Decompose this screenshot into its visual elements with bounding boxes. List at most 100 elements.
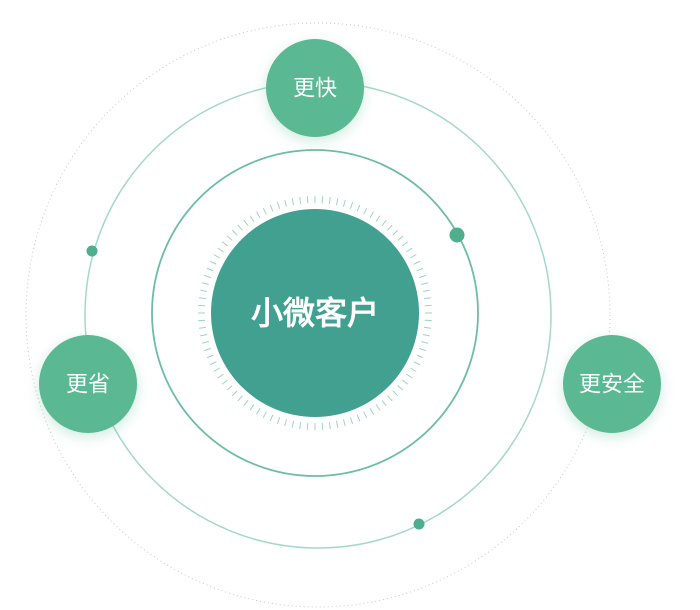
center-circle	[211, 209, 419, 417]
tick-mark	[231, 390, 238, 397]
tick-mark	[269, 414, 274, 422]
tick-mark	[397, 235, 404, 241]
tick-mark-ring	[198, 196, 432, 430]
node-cheaper-label: 更省	[66, 373, 110, 398]
tick-mark	[269, 204, 274, 212]
tick-mark	[328, 421, 331, 430]
tick-mark	[422, 289, 430, 293]
center-label: 小微客户	[251, 294, 379, 332]
tick-mark	[369, 408, 374, 415]
outer-dotted-ring	[25, 22, 611, 608]
tick-mark	[387, 395, 393, 402]
tick-mark	[243, 219, 249, 227]
tick-mark	[397, 385, 404, 391]
ring-dot-inner-right	[449, 227, 465, 243]
tick-mark	[198, 326, 207, 329]
tick-mark	[392, 390, 399, 397]
tick-mark	[249, 215, 255, 222]
tick-mark	[416, 267, 424, 272]
tick-mark	[201, 282, 209, 286]
tick-mark	[413, 361, 421, 366]
tick-mark	[423, 326, 432, 329]
tick-mark	[356, 204, 361, 212]
tick-mark	[221, 379, 229, 385]
tick-mark	[226, 385, 233, 391]
tick-mark	[237, 224, 243, 231]
tick-mark	[387, 224, 393, 231]
tick-mark	[413, 260, 421, 265]
tick-mark	[422, 333, 430, 337]
tick-mark	[423, 297, 432, 300]
tick-mark	[328, 196, 331, 205]
node-faster-label: 更快	[293, 77, 337, 102]
tick-mark	[291, 198, 295, 206]
tick-mark	[249, 404, 255, 411]
tick-mark	[342, 199, 346, 207]
tick-mark	[342, 419, 346, 427]
node-safer-circle	[563, 335, 661, 433]
tick-mark	[375, 404, 381, 411]
tick-mark	[349, 202, 354, 210]
tick-mark	[406, 373, 413, 379]
tick-mark	[410, 367, 417, 372]
tick-mark	[356, 414, 361, 422]
tick-mark	[213, 367, 220, 372]
tick-mark	[299, 421, 302, 430]
tick-mark	[410, 254, 417, 259]
tick-mark	[284, 199, 288, 207]
tick-mark	[206, 267, 214, 272]
tick-mark	[209, 260, 217, 265]
node-faster: 更快	[265, 39, 365, 142]
tick-mark	[221, 241, 229, 247]
tick-mark	[262, 411, 267, 419]
tick-mark	[204, 347, 212, 352]
inner-ring	[151, 149, 479, 477]
tick-mark	[201, 340, 209, 344]
ring-dot-middle-bottom	[413, 518, 425, 530]
tick-mark	[276, 202, 281, 210]
tick-mark	[335, 420, 339, 428]
tick-mark	[363, 207, 368, 215]
node-cheaper-circle	[39, 335, 137, 433]
tick-mark	[213, 254, 220, 259]
tick-mark	[335, 198, 339, 206]
node-cheaper: 更省	[38, 335, 138, 438]
node-safer: 更安全	[562, 335, 662, 438]
tick-mark	[284, 419, 288, 427]
node-safer-label: 更安全	[579, 373, 645, 398]
tick-mark	[198, 297, 207, 300]
tick-mark	[226, 235, 233, 241]
tick-mark	[299, 196, 302, 205]
tick-mark	[200, 333, 208, 337]
tick-mark	[237, 395, 243, 402]
tick-mark	[217, 373, 224, 379]
tick-mark	[369, 211, 374, 218]
tick-mark	[256, 211, 261, 218]
tick-mark	[231, 229, 238, 236]
tick-mark	[421, 340, 429, 344]
tick-mark	[243, 399, 249, 407]
tick-mark	[418, 347, 426, 352]
node-faster-circle	[266, 39, 364, 137]
tick-mark	[418, 274, 426, 279]
ring-dot-middle-left	[86, 245, 98, 257]
tick-mark	[375, 215, 381, 222]
tick-mark	[381, 399, 387, 407]
tick-mark	[381, 219, 387, 227]
tick-mark	[349, 416, 354, 424]
tick-mark	[276, 416, 281, 424]
tick-mark	[416, 354, 424, 359]
tick-mark	[401, 379, 409, 385]
tick-mark	[406, 247, 413, 253]
tick-mark	[392, 229, 399, 236]
tick-mark	[206, 354, 214, 359]
tick-mark	[262, 207, 267, 215]
tick-mark	[291, 420, 295, 428]
tick-mark	[401, 241, 409, 247]
tick-mark	[209, 361, 217, 366]
tick-mark	[421, 282, 429, 286]
tick-mark	[200, 289, 208, 293]
tick-mark	[217, 247, 224, 253]
tick-mark	[204, 274, 212, 279]
